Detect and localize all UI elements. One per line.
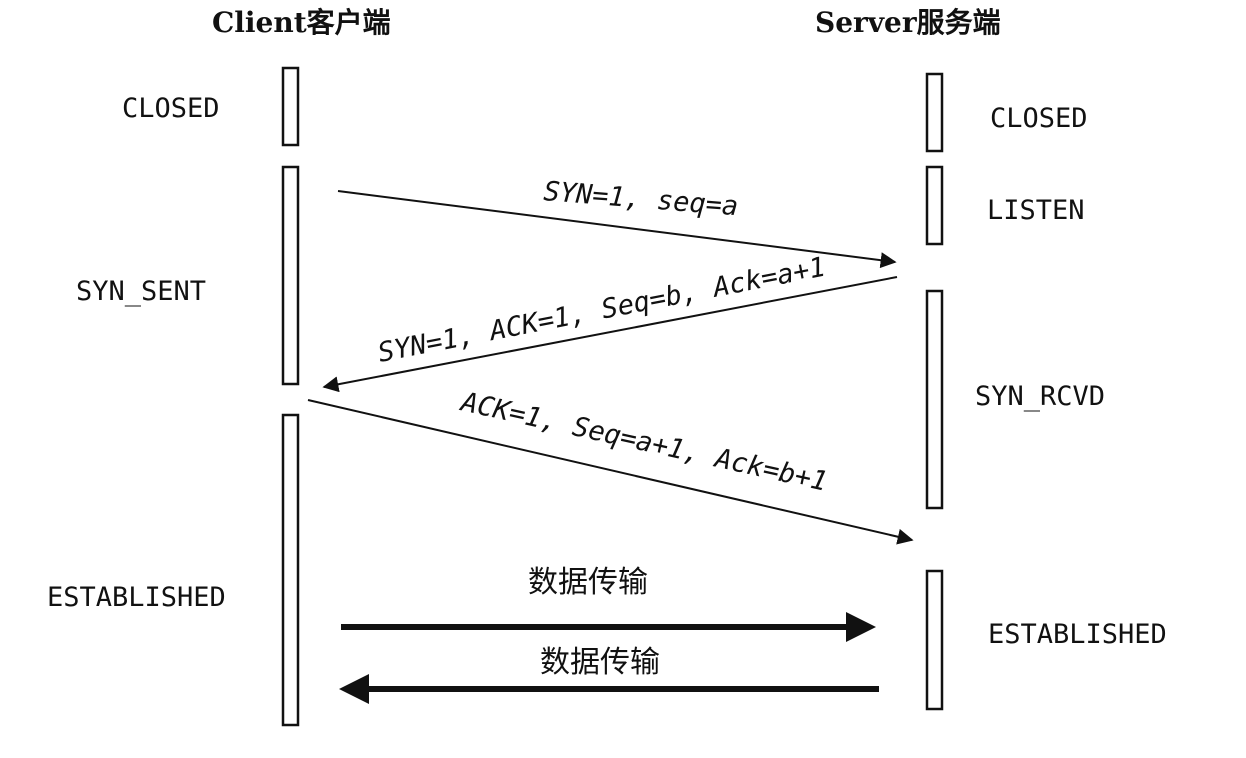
ack-arrow <box>307 399 914 545</box>
client-state-syn-sent: SYN_SENT <box>76 276 206 307</box>
server-established-bar <box>925 569 944 711</box>
server-title: Server服务端 <box>815 6 1001 39</box>
server-closed-bar <box>925 72 944 153</box>
server-syn-rcvd-bar <box>925 289 944 510</box>
client-title: Client客户端 <box>212 6 391 39</box>
data-transfer-label-to-server: 数据传输 <box>528 565 648 600</box>
client-syn-sent-bar <box>281 165 300 386</box>
server-state-syn-rcvd: SYN_RCVD <box>975 381 1105 412</box>
syn-message-label: SYN=1, seq=a <box>542 176 739 222</box>
data-transfer-label-to-client: 数据传输 <box>540 645 660 680</box>
syn-ack-arrow <box>322 276 898 393</box>
server-state-listen: LISTEN <box>987 195 1085 226</box>
ack-message-label: ACK=1, Seq=a+1, Ack=b+1 <box>457 386 831 498</box>
syn-ack-message-label: SYN=1, ACK=1, Seq=b, Ack=a+1 <box>375 252 828 369</box>
server-state-closed: CLOSED <box>990 103 1088 134</box>
client-established-bar <box>281 413 300 727</box>
syn-arrow <box>337 190 897 269</box>
server-state-established: ESTABLISHED <box>988 619 1167 650</box>
client-state-established: ESTABLISHED <box>47 582 226 613</box>
client-closed-bar <box>281 66 300 147</box>
server-listen-bar <box>925 165 944 246</box>
client-state-closed: CLOSED <box>122 93 220 124</box>
